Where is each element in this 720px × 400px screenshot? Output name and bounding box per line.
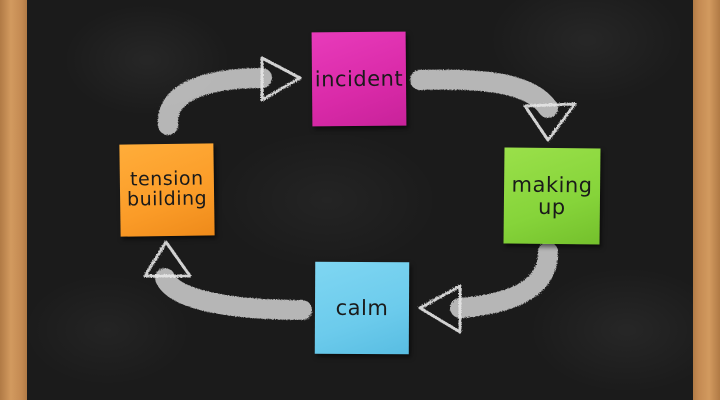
arrow-making-up-to-calm (450, 242, 558, 318)
note-label-incident: incident (314, 66, 404, 92)
note-label-making: making (511, 172, 593, 198)
sticky-note-calm: calm (314, 261, 410, 355)
arrow-calm-to-tension (155, 268, 312, 320)
arrowhead-calm (418, 284, 462, 334)
note-label-calm: calm (335, 295, 389, 321)
arrow-tension-to-incident (157, 68, 272, 135)
note-label-building: building (126, 187, 208, 211)
sticky-note-tension-building: tension building (119, 143, 215, 237)
arrowhead-incident (260, 56, 302, 102)
arrow-incident-to-making-up (410, 69, 558, 118)
note-label-up: up (537, 194, 566, 220)
arrowhead-making-up (523, 102, 577, 142)
arrowhead-tension (143, 240, 192, 278)
sticky-note-making-up: making up (503, 147, 601, 245)
sticky-note-incident: incident (311, 31, 407, 127)
